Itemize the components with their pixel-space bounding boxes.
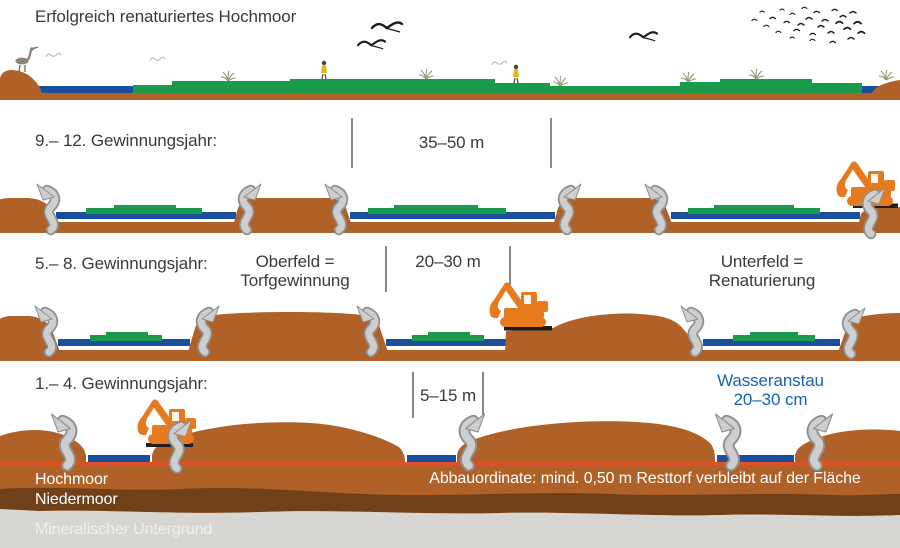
water-surface	[717, 455, 794, 463]
grass-tuft-icon	[748, 68, 765, 80]
abbauordinate-line	[0, 462, 900, 466]
person-icon	[512, 64, 520, 84]
grass-tuft-icon	[418, 68, 435, 80]
person-icon	[320, 60, 328, 80]
flying-crane-icon	[356, 39, 387, 50]
unterfeld-note: Unterfeld = Renaturierung	[672, 252, 852, 290]
flying-crane-icon	[628, 31, 659, 42]
peat-baseline	[0, 222, 900, 233]
vegetation-patch	[412, 335, 484, 341]
measure-5-15: 5–15 m	[419, 386, 477, 405]
scene-year-1-4	[0, 372, 900, 548]
niedermoor-layer	[0, 487, 900, 516]
vegetation-patch	[714, 205, 794, 209]
vegetation-patch	[90, 335, 162, 341]
vegetation-patch	[428, 332, 470, 336]
unterfeld-line1: Unterfeld =	[720, 252, 804, 271]
water-surface	[88, 455, 150, 463]
peat-mound	[505, 313, 705, 352]
vegetation-patch	[750, 332, 798, 336]
sketch-bird-icon	[45, 52, 62, 58]
oberfeld-line1: Oberfeld =	[255, 252, 335, 271]
vegetation-patch	[688, 208, 820, 214]
stage-label-5-8: 5.– 8. Gewinnungsjahr:	[35, 254, 208, 273]
peat-mound	[0, 70, 42, 100]
stage-label-9-12: 9.– 12. Gewinnungsjahr:	[35, 131, 217, 150]
water-surface	[703, 339, 840, 346]
water-surface	[671, 212, 860, 219]
excavator-icon	[490, 286, 549, 327]
excavation-edge	[146, 443, 193, 447]
measure-35-50: 35–50 m	[418, 133, 485, 152]
hochmoor-label: Hochmoor	[35, 471, 109, 488]
vegetation-patch	[368, 208, 506, 214]
sketch-bird-icon	[149, 56, 166, 62]
peat-baseline	[0, 92, 900, 100]
peat-mound	[0, 198, 58, 226]
niedermoor-label: Niedermoor	[35, 491, 118, 508]
grass-tuft-icon	[552, 75, 569, 87]
excavation-edge	[504, 326, 552, 331]
peat-mound	[188, 312, 388, 352]
peat-baseline	[0, 350, 900, 361]
grass-tuft-icon	[680, 71, 697, 83]
wasseranstau-line1: Wasseranstau	[717, 371, 824, 390]
water-surface	[386, 339, 508, 346]
bird-flock-icon	[751, 6, 866, 44]
wasseranstau-note: Wasseranstau 20–30 cm	[688, 371, 853, 409]
water-surface	[407, 455, 456, 463]
oberfeld-note: Oberfeld = Torfgewinnung	[205, 252, 385, 290]
measure-20-30: 20–30 m	[415, 252, 481, 271]
scene-renatured-bog	[0, 6, 900, 100]
unterfeld-line2: Renaturierung	[708, 271, 816, 290]
mineral-label: Mineralischer Untergrund	[35, 521, 213, 538]
vegetation-patch	[114, 205, 176, 209]
grass-tuft-icon	[878, 69, 895, 81]
stage-label-1-4: 1.– 4. Gewinnungsjahr:	[35, 374, 208, 393]
oberfeld-line2: Torfgewinnung	[240, 271, 350, 290]
peat-mound	[553, 198, 673, 226]
peat-mound	[869, 80, 900, 100]
diagram-title: Erfolgreich renaturiertes Hochmoor	[35, 7, 297, 26]
peat-mound	[233, 198, 352, 226]
heron-icon	[14, 45, 40, 74]
vegetation-terraces	[133, 79, 862, 93]
scene-year-9-12	[0, 118, 900, 234]
scene-year-5-8	[0, 246, 900, 361]
water-surface	[350, 212, 555, 219]
vegetation-patch	[106, 332, 148, 336]
water-surface	[58, 339, 190, 346]
abbauordinate-note: Abbauordinate: mind. 0,50 m Resttorf ver…	[429, 470, 861, 487]
wasseranstau-line2: 20–30 cm	[733, 390, 808, 409]
vegetation-patch	[733, 335, 815, 341]
grass-tuft-icon	[220, 70, 237, 82]
flying-crane-icon	[370, 21, 404, 34]
water-surface	[56, 212, 236, 219]
mineral-subsoil-layer	[0, 509, 900, 548]
sketch-bird-icon	[491, 60, 508, 66]
vegetation-patch	[86, 208, 202, 214]
vegetation-patch	[394, 205, 478, 209]
